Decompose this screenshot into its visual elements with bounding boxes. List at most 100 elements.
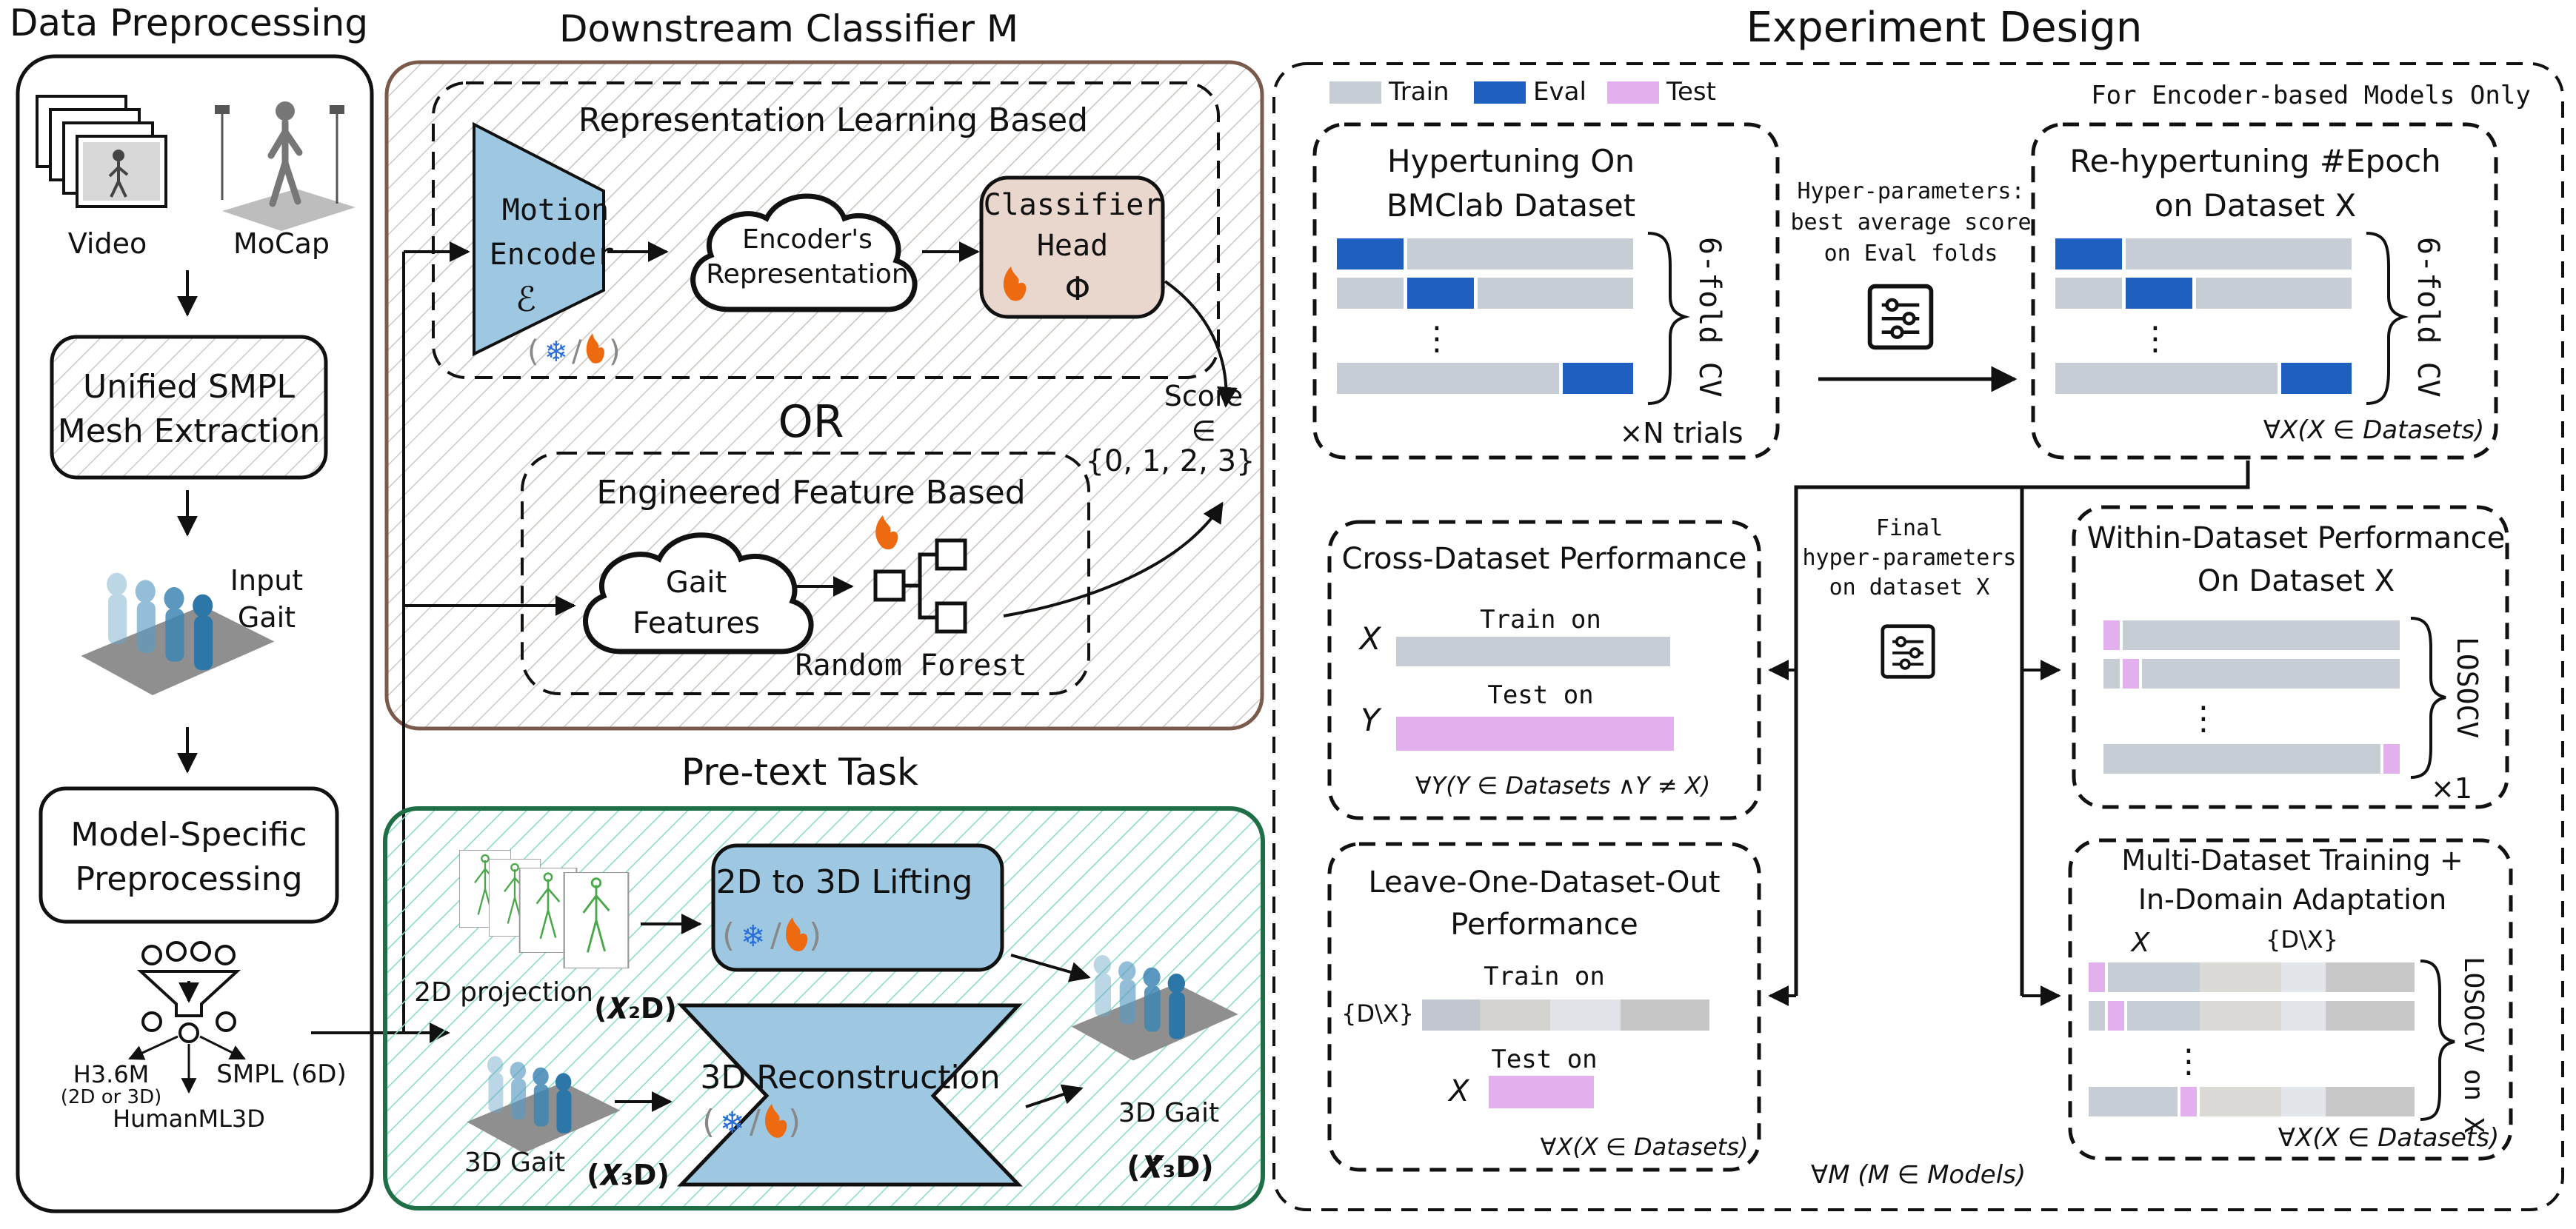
svg-text:/: / <box>572 335 582 369</box>
final-note-line1: Final <box>1876 515 1943 541</box>
engineered-feature-title: Engineered Feature Based <box>596 474 1025 512</box>
score-label: Score <box>1164 380 1243 412</box>
multi-d-minus-x: {D\X} <box>2266 925 2338 954</box>
legend-train-swatch <box>1329 81 1381 104</box>
input-gait-label-line2: Gait <box>238 601 296 634</box>
hypertuning-dots: ⋮ <box>1421 320 1453 358</box>
hypertuning-line2: BMClab Dataset <box>1387 187 1635 224</box>
model-specific-box: Model-Specific Preprocessing <box>39 786 339 924</box>
motion-encoder-line2: Encoder <box>490 238 615 272</box>
gait3d-output-label: 3D Gait <box>1118 1098 1219 1128</box>
gait3d-label: 3D Gait <box>464 1148 565 1178</box>
gait-features-cloud: Gait Features <box>583 532 814 654</box>
cross-train-on: Train on <box>1480 605 1601 634</box>
hypertuning-folds <box>1337 238 1633 394</box>
rehypertuning-dots: ⋮ <box>2139 320 2172 358</box>
recon-snowflake-icon: ❄ <box>720 1106 745 1140</box>
rep-learning-title: Representation Learning Based <box>578 101 1088 139</box>
hypertuning-sixfold: 6-fold CV <box>1692 237 1726 398</box>
encoder-rep-line2: Representation <box>706 259 908 289</box>
lodo-train-bar <box>1422 999 1709 1031</box>
hp-sliders-icon <box>1870 287 1932 348</box>
final-note-line2: hyper-parameters <box>1803 545 2017 571</box>
lodo-line2: Performance <box>1450 908 1638 942</box>
hypertuning-line1: Hypertuning On <box>1387 143 1635 179</box>
legend-test-swatch <box>1607 81 1659 104</box>
fire-icon <box>586 333 604 364</box>
hp-note-line1: Hyper-parameters: <box>1797 178 2024 204</box>
h36m-sub-label: (2D or 3D) <box>61 1086 162 1108</box>
multi-dots: ⋮ <box>2172 1042 2205 1080</box>
or-label: OR <box>778 396 844 448</box>
rehypertuning-forall: ∀X(X ∈ Datasets) <box>2263 415 2484 445</box>
legend-eval-label: Eval <box>1533 77 1586 107</box>
random-forest-icon <box>873 538 967 634</box>
lodo-d-minus-x: {D\X} <box>1341 999 1414 1028</box>
encoder-rep-line1: Encoder's <box>742 224 872 255</box>
within-folds <box>2103 620 2400 774</box>
lodo-line1: Leave-One-Dataset-Out <box>1368 865 1720 900</box>
forall-models-label: ∀M (M ∈ Models) <box>1811 1160 2026 1190</box>
recon-label: 3D Reconstruction <box>700 1059 1000 1096</box>
hp-note-line3: on Eval folds <box>1824 241 1998 267</box>
recon-fire-icon <box>764 1104 787 1138</box>
motion-encoder: Motion Encoder ℰ <box>473 121 615 357</box>
encoder-only-note: For Encoder-based Models Only <box>2091 81 2531 110</box>
lodo-test-on: Test on <box>1491 1045 1597 1074</box>
lodo-test-bar <box>1489 1076 1594 1108</box>
recon-hourglass: 3D Reconstruction ( ❄ / ) <box>677 1003 1023 1187</box>
lodo-x-var: X <box>1447 1074 1470 1108</box>
cross-test-bar <box>1396 717 1674 751</box>
within-times1: ×1 <box>2431 772 2472 805</box>
svg-text:): ) <box>788 1103 801 1141</box>
svg-text:): ) <box>609 335 621 369</box>
rehypertuning-line2: on Dataset X <box>2155 187 2356 224</box>
cross-train-bar <box>1396 637 1670 666</box>
arrow-head-to-score <box>1164 280 1238 408</box>
motion-encoder-line1: Motion <box>502 193 610 227</box>
legend: Train Eval Test <box>1329 77 1716 107</box>
model-specific-line2: Preprocessing <box>75 860 302 898</box>
multi-dataset-box <box>2068 838 2513 1161</box>
within-line2: On Dataset X <box>2198 564 2395 598</box>
multi-losocv-on-x: LOSOCV on X <box>2458 957 2489 1133</box>
classifier-head-line2: Head <box>1037 229 1108 263</box>
rehypertuning-folds <box>2055 238 2352 394</box>
motion-encoder-symbol: ℰ <box>515 279 536 319</box>
gait-features-line2: Features <box>633 606 760 640</box>
cross-x-var: X <box>1358 620 1382 657</box>
arrow-rf-to-score <box>1003 501 1224 617</box>
data-preprocessing-title: Data Preprocessing <box>10 1 368 44</box>
video-icon <box>36 95 167 208</box>
experiment-title: Experiment Design <box>1746 4 2143 52</box>
smpl-label-line1: Unified SMPL <box>83 368 295 406</box>
classifier-head-symbol: Φ <box>1065 270 1091 308</box>
funnel-icon <box>136 941 241 1043</box>
downstream-title: Downstream Classifier M <box>559 7 1018 50</box>
multi-x-var: X <box>2130 928 2151 958</box>
final-sliders-icon <box>1883 626 1933 677</box>
lodo-forall-x: ∀X(X ∈ Datasets) <box>1541 1133 1749 1161</box>
multi-forall-x: ∀X(X ∈ Datasets) <box>2278 1123 2499 1153</box>
legend-train-label: Train <box>1388 77 1449 107</box>
encoder-freeze-finetune-toggle: ( ❄ / ) <box>527 333 621 369</box>
mocap-icon <box>215 101 356 231</box>
hp-note-line2: best average score <box>1790 210 2031 235</box>
within-brace <box>2410 617 2446 779</box>
projection-label: 2D projection <box>414 977 593 1008</box>
h36m-label: H3.6M <box>73 1060 150 1088</box>
cross-dataset-title: Cross-Dataset Performance <box>1342 542 1747 576</box>
rehypertuning-line1: Re-hypertuning #Epoch <box>2069 143 2440 179</box>
encoder-representation-cloud: Encoder's Representation <box>690 193 918 312</box>
humanml-label: HumanML3D <box>113 1105 265 1133</box>
lifting-label: 2D to 3D Lifting <box>716 863 973 901</box>
random-forest-label: Random Forest <box>795 649 1027 683</box>
within-dataset-box <box>2072 505 2509 809</box>
rehypertuning-sixfold: 6-fold CV <box>2411 237 2445 398</box>
multi-line2: In-Domain Adaptation <box>2138 883 2446 916</box>
smpl6d-label: SMPL (6D) <box>216 1059 347 1089</box>
cross-y-var: Y <box>1361 702 1382 738</box>
input-gait-label-line1: Input <box>230 564 303 597</box>
hypertuning-brace <box>1647 232 1690 405</box>
